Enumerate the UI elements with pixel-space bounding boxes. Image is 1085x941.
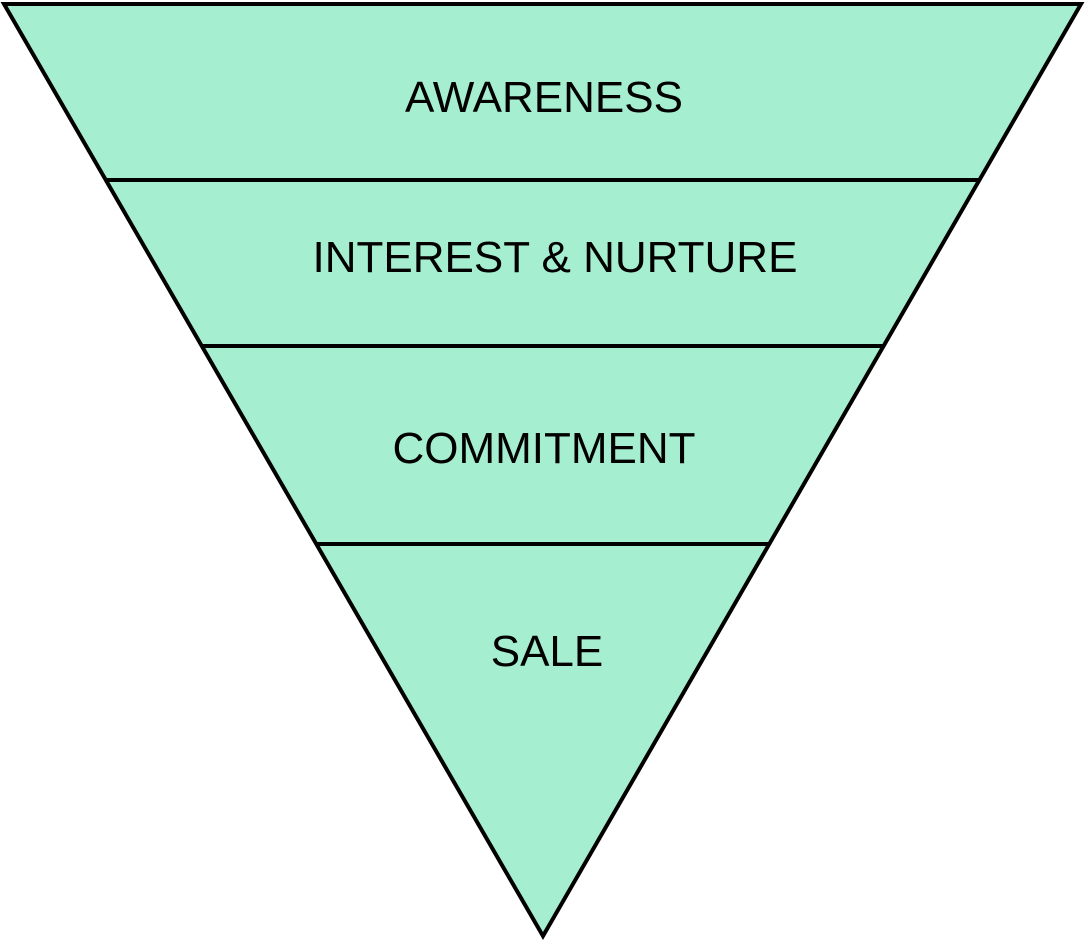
stage-label-sale: SALE [491,627,604,676]
stage-label-awareness: AWARENESS [405,73,683,122]
stage-label-commitment: COMMITMENT [392,424,695,473]
stage-label-interest: INTEREST & NURTURE [313,233,798,282]
